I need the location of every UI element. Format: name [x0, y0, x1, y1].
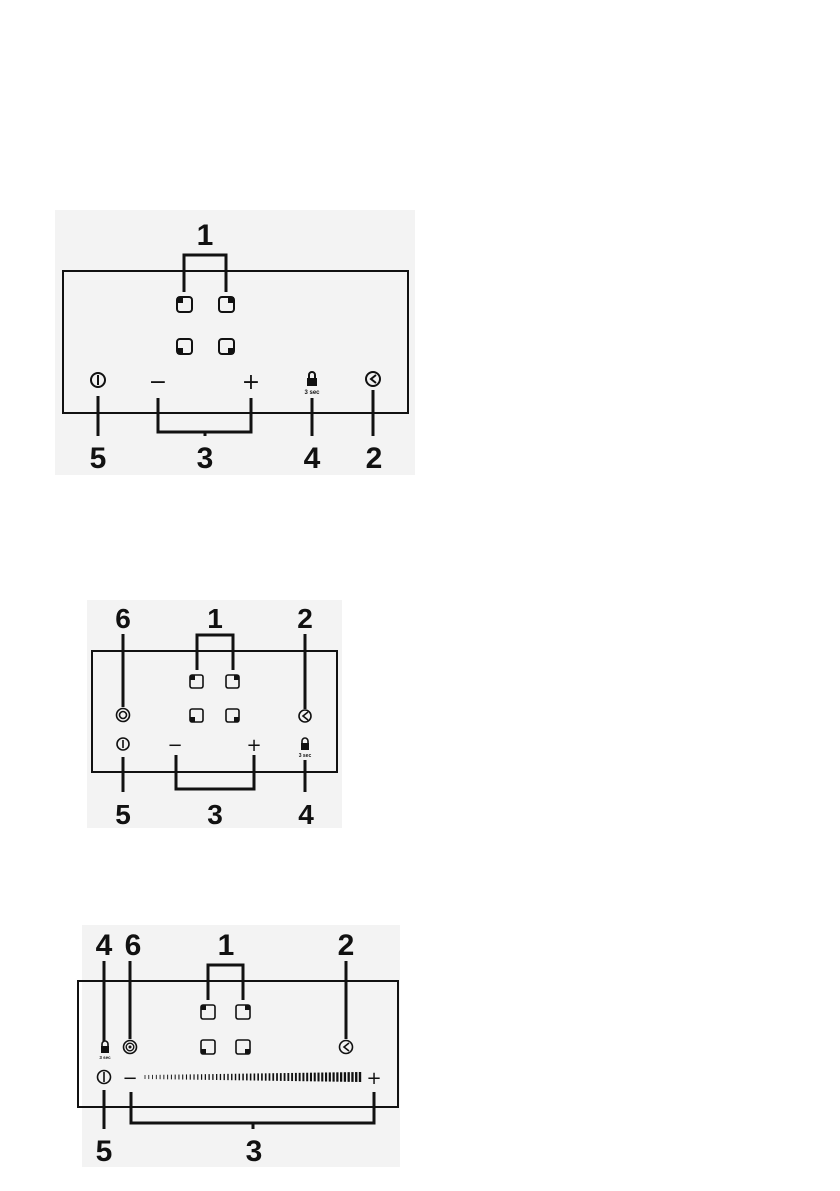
diagram-1-zone-icons [176, 296, 235, 355]
power-icon [96, 1069, 112, 1085]
diagram-1-callout-2: 2 [366, 442, 383, 475]
plus-symbol: + [242, 370, 260, 395]
lock-caption: 3 sec [99, 1055, 111, 1060]
diagram-1-callout-1: 1 [197, 219, 214, 252]
power-slider [144, 1072, 362, 1082]
zone-square-icon [189, 674, 204, 689]
timer-clock-icon [338, 1039, 354, 1055]
zone-square-icon [176, 296, 193, 313]
diagram-2-callout-5: 5 [115, 799, 131, 830]
diagram-2-bracket-1 [195, 633, 235, 670]
diagram-2-panel [91, 650, 338, 773]
zone-square-icon [225, 708, 240, 723]
timer-clock-icon [365, 371, 381, 387]
diagram-3-panel [77, 980, 399, 1108]
diagram-3-callout-6: 6 [125, 929, 142, 962]
zone-square-icon [200, 1039, 216, 1055]
zone-square-icon [235, 1004, 251, 1020]
zone-square-icon [235, 1039, 251, 1055]
minus-symbol: − [149, 370, 167, 395]
diagram-2-callout-1: 1 [207, 603, 223, 634]
lock-caption: 3 sec [304, 390, 320, 396]
zone-square-icon [189, 708, 204, 723]
diagram-2-zone-icons [189, 674, 240, 723]
diagram-1-callout-3: 3 [197, 442, 214, 475]
diagram-3-callout-2: 2 [338, 929, 355, 962]
minus-symbol: − [122, 1068, 137, 1089]
diagram-2-bracket-3 [174, 755, 256, 791]
diagram-1-bracket-1 [182, 253, 228, 292]
lock-caption: 3 sec [299, 753, 312, 759]
diagram-1-callout-4: 4 [304, 442, 321, 475]
diagram-2-callout-2: 2 [297, 603, 313, 634]
diagram-1-panel [62, 270, 409, 414]
timer-clock-icon [298, 709, 312, 723]
plus-symbol: + [246, 735, 261, 756]
zone-square-icon [225, 674, 240, 689]
diagram-1-callout-5: 5 [90, 442, 107, 475]
zone-square-icon [176, 338, 193, 355]
power-icon [116, 737, 130, 751]
diagram-2-callout-3: 3 [207, 799, 223, 830]
padlock-icon [301, 737, 309, 750]
diagram-3-callout-4: 4 [96, 929, 113, 962]
power-icon [90, 372, 106, 388]
minus-symbol: − [167, 735, 182, 756]
diagram-3-zone-icons [200, 1004, 251, 1055]
zone-square-icon [218, 296, 235, 313]
dual-ring-icon [115, 707, 131, 723]
diagram-2-callout-6: 6 [115, 603, 131, 634]
padlock-icon [307, 371, 317, 386]
diagram-3-bracket-1 [206, 963, 245, 1000]
zone-square-icon [200, 1004, 216, 1020]
padlock-icon [101, 1040, 109, 1053]
diagram-3-callout-3: 3 [246, 1135, 263, 1168]
diagram-2-callout-4: 4 [298, 799, 314, 830]
diagram-3-callout-5: 5 [96, 1135, 113, 1168]
diagram-3-callout-1: 1 [218, 929, 235, 962]
zone-square-icon [218, 338, 235, 355]
plus-symbol: + [366, 1068, 381, 1089]
dual-ring-icon [122, 1039, 138, 1055]
